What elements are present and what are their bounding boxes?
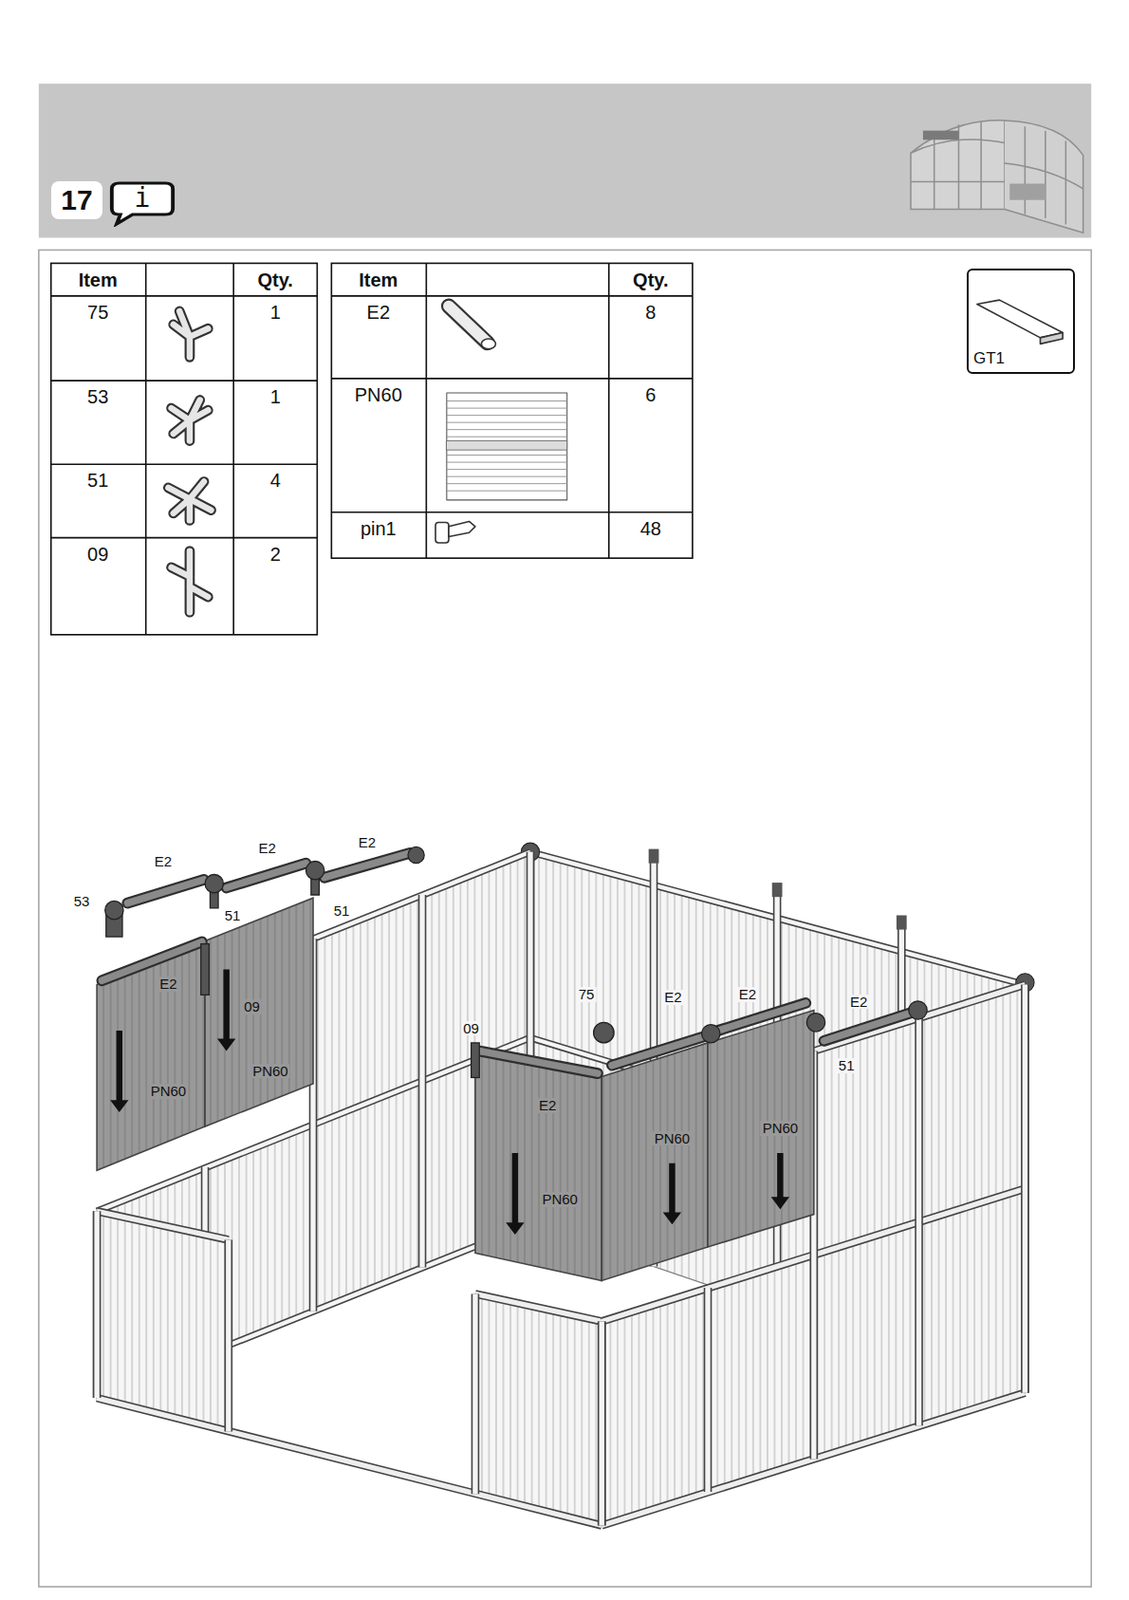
table-cell: 51	[85, 470, 111, 491]
callout-label: E2	[157, 977, 179, 993]
step-number: 17	[51, 181, 103, 220]
new-panels	[96, 897, 815, 1280]
callout-label: E2	[737, 986, 759, 1002]
connectors	[105, 846, 927, 1077]
table-cell: 2	[268, 543, 283, 564]
callout-label: E2	[152, 854, 174, 870]
callout-label: PN60	[539, 1191, 580, 1207]
table-cell: PN60	[352, 385, 405, 406]
callout-label: PN60	[148, 1083, 189, 1099]
callout-label: E2	[848, 994, 870, 1010]
callout-label: E2	[662, 989, 684, 1005]
table-cell: 75	[85, 301, 111, 322]
table-cell: pin1	[358, 518, 399, 538]
insert-arrows	[110, 968, 790, 1235]
table-cell: 1	[268, 387, 283, 408]
callout-label: E2	[536, 1097, 558, 1113]
table-cell: E2	[365, 301, 392, 322]
table-cell: 48	[638, 518, 664, 538]
parts-table	[51, 262, 693, 634]
tool-box: GT1	[966, 268, 1075, 374]
callout-label: 53	[72, 893, 93, 909]
table-cell: 8	[643, 301, 658, 322]
table-cell: Qty.	[630, 269, 670, 290]
callout-label: E2	[356, 834, 378, 851]
info-icon: i	[108, 180, 177, 227]
table-cell: 53	[85, 387, 111, 408]
callout-label: E2	[256, 841, 278, 857]
table-cell: Item	[356, 269, 400, 290]
roof-beams	[101, 852, 913, 1074]
callout-label: 51	[332, 903, 352, 919]
table-cell: 09	[85, 543, 111, 564]
callout-label: PN60	[652, 1130, 693, 1147]
callout-label: PN60	[760, 1120, 801, 1136]
callout-label: 09	[461, 1020, 482, 1037]
callout-label: 75	[576, 986, 597, 1002]
callout-label: PN60	[250, 1063, 291, 1079]
overview-thumbnail	[910, 120, 1084, 233]
callout-label: 51	[222, 907, 243, 924]
table-cell: Item	[76, 269, 120, 290]
table-cell: 4	[268, 470, 283, 491]
callout-label: 51	[836, 1058, 857, 1074]
table-cell: 1	[268, 301, 283, 322]
table-cell: Qty.	[255, 269, 295, 290]
node-text: 17	[60, 185, 93, 215]
node-text: i	[108, 182, 177, 215]
part-icons	[167, 299, 1063, 612]
header-band	[38, 83, 1092, 1587]
node-text: GT1	[973, 350, 1005, 369]
table-cell: 6	[643, 385, 658, 406]
callout-label: 09	[241, 999, 262, 1015]
